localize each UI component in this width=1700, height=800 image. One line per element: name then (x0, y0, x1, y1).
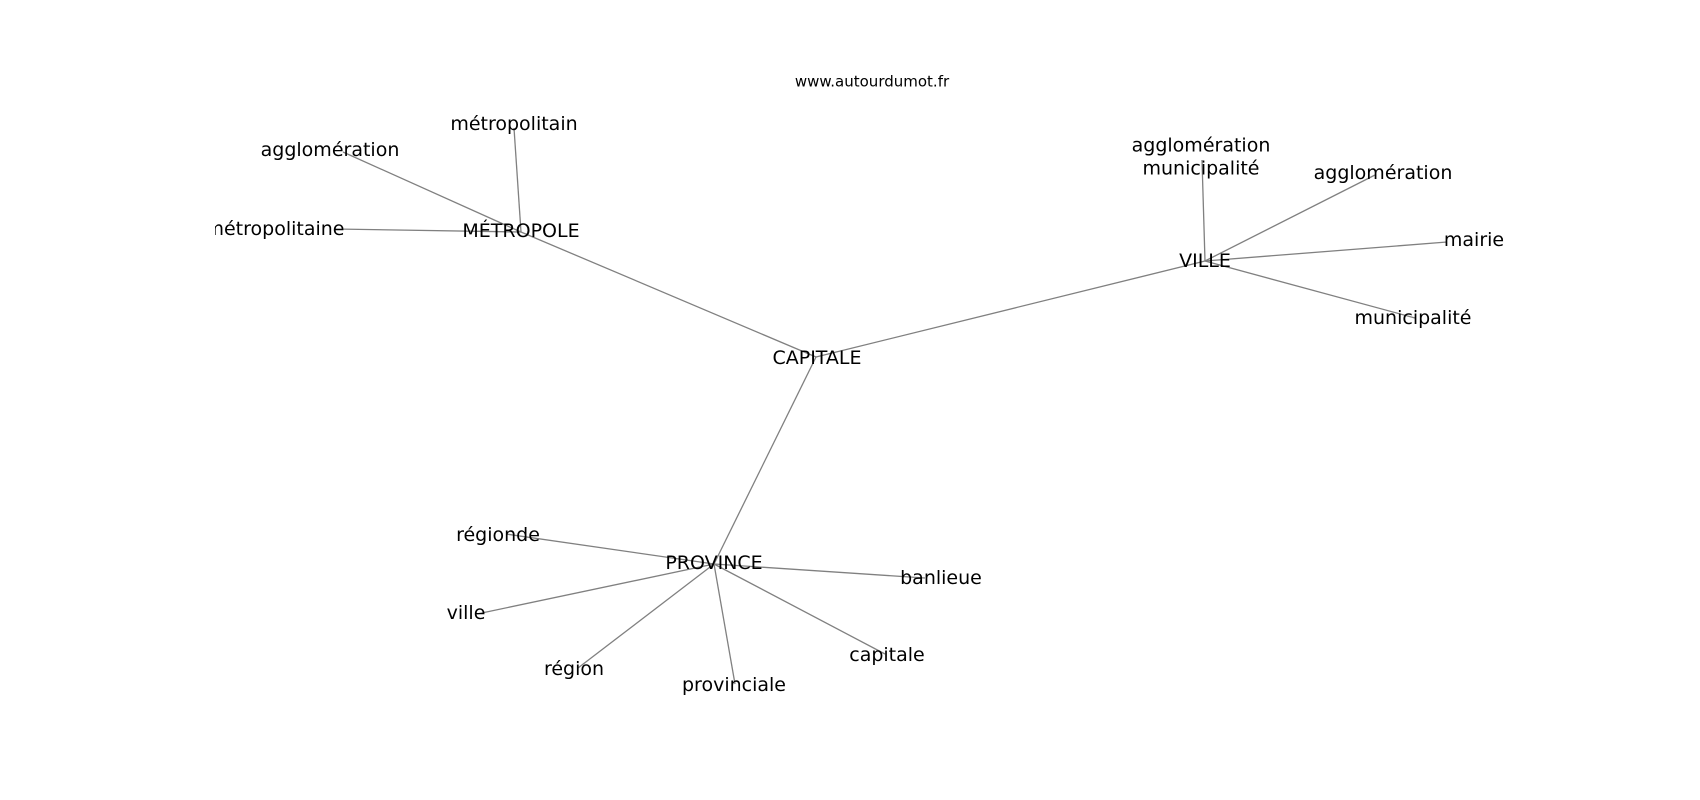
node-label-regionde: régionde (456, 524, 540, 546)
node-label-line: PROVINCE (665, 552, 762, 574)
edge-ville_hub-mairie (1204, 241, 1448, 262)
node-label-line: mairie (1444, 229, 1504, 251)
node-label-capitale-hub: CAPITALE (772, 347, 861, 369)
edge-capitale_hub-metropole (520, 231, 817, 358)
edge-province-regionde (505, 533, 715, 565)
node-label-line: VILLE (1179, 250, 1231, 272)
node-label-line: capitale (849, 644, 925, 666)
edge-metropole-metropolitaine (334, 228, 522, 233)
node-label-line: provinciale (682, 674, 786, 696)
edge-capitale_hub-province (713, 356, 817, 565)
node-label-agglomeration-m: agglomération (261, 139, 400, 161)
node-label-line: région (544, 658, 604, 680)
node-label-metropolitain: métropolitain (450, 113, 577, 135)
edge-province-provinciale (713, 563, 736, 685)
node-label-line: CAPITALE (772, 347, 861, 369)
node-label-metropolitaine: métropolitaine (205, 218, 344, 240)
edge-province-banlieue (713, 563, 926, 579)
node-label-metropole: MÉTROPOLE (462, 219, 579, 242)
node-label-agglomeration-v: agglomération (1314, 162, 1453, 184)
edges-layer (334, 127, 1448, 685)
edge-province-ville_leaf (476, 563, 715, 615)
edge-metropole-metropolitain (513, 127, 522, 233)
edge-province-region (577, 563, 715, 669)
node-label-line: métropolitaine (205, 218, 344, 240)
node-label-line: ville (447, 602, 486, 624)
node-label-line: municipalité (1143, 157, 1260, 179)
edge-ville_hub-agglomeration_v (1204, 174, 1376, 262)
node-label-region: région (544, 658, 604, 680)
nodes-layer: CAPITALE MÉTROPOLE VILLE PROVINCE métropolit… (205, 113, 1504, 696)
node-label-mairie: mairie (1444, 229, 1504, 251)
node-label-line: régionde (456, 524, 540, 546)
site-url-label: www.autourdumot.fr (795, 73, 950, 91)
edge-ville_hub-municipalite (1204, 260, 1416, 319)
node-label-line: agglomération (1314, 162, 1453, 184)
node-label-ville-hub: VILLE (1179, 250, 1231, 272)
edge-ville_hub-aggl_munic (1201, 159, 1206, 262)
edge-province-capitale_leaf (713, 563, 886, 655)
node-label-line: banlieue (900, 567, 982, 589)
edge-metropole-agglomeration_m (342, 151, 522, 233)
node-label-line: agglomération (1132, 134, 1271, 156)
node-label-provinciale: provinciale (682, 674, 786, 696)
node-label-capitale-leaf: capitale (849, 644, 925, 666)
node-label-line: agglomération (261, 139, 400, 161)
node-label-province: PROVINCE (665, 552, 762, 574)
node-label-municipalite: municipalité (1355, 307, 1472, 329)
node-label-line: MÉTROPOLE (462, 219, 579, 242)
node-label-line: municipalité (1355, 307, 1472, 329)
node-label-line: métropolitain (450, 113, 577, 135)
node-label-ville-leaf: ville (447, 602, 486, 624)
edge-capitale_hub-ville_hub (815, 260, 1206, 358)
node-label-banlieue: banlieue (900, 567, 982, 589)
